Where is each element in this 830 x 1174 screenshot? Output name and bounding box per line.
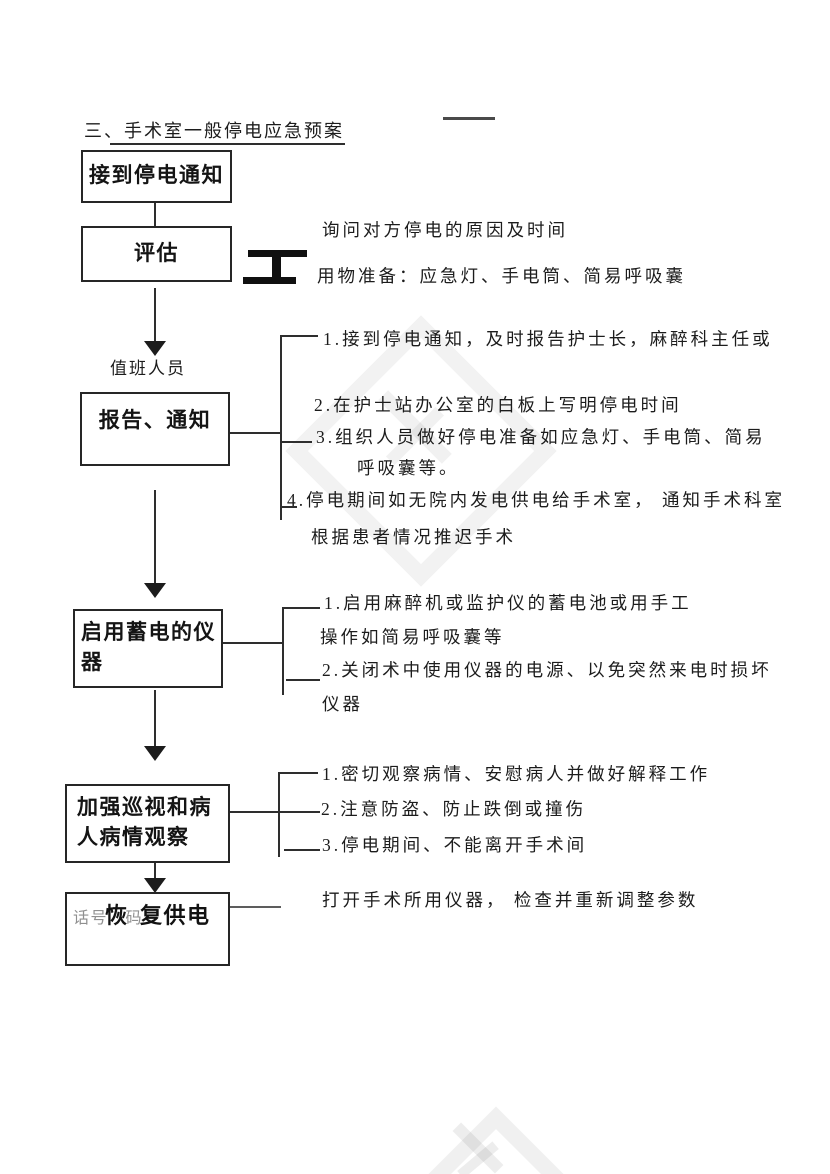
arrow-shaft [154, 288, 156, 341]
note-report-1: 1.接到停电通知，及时报告护士长，麻醉科主任或 [323, 329, 773, 349]
note-patrol-3: 3.停电期间、不能离开手术间 [322, 835, 588, 855]
note-battery-2b: 仪器 [322, 694, 363, 714]
flow-box-report: 报告、通知 [80, 392, 230, 466]
arrow-shaft [154, 690, 156, 746]
flow-box-assess: 评估 [81, 226, 232, 282]
note-report-4b: 根据患者情况推迟手术 [311, 527, 516, 547]
note-report-3: 3.组织人员做好停电准备如应急灯、手电筒、简易 [316, 427, 766, 447]
note-battery-2: 2.关闭术中使用仪器的电源、以免突然来电时损坏 [322, 660, 772, 680]
bracket-tick [284, 849, 320, 851]
bracket-line [282, 607, 284, 695]
restore-overlay-light-1: 话号 [73, 910, 109, 927]
connector-line [154, 203, 156, 226]
bracket-tick [282, 607, 320, 609]
flow-box-patrol: 加强巡视和病人病情观察 [65, 784, 230, 863]
arrow-head-down [144, 341, 166, 356]
connector-line [230, 906, 281, 908]
arrow-head-down [144, 878, 166, 893]
gong-bracket-shape [243, 277, 296, 284]
flow-box-notice: 接到停电通知 [81, 150, 232, 203]
arrow-head-down [144, 746, 166, 761]
gong-bracket-shape [272, 251, 281, 283]
restore-dark-2: 复供电 [140, 903, 211, 928]
note-patrol-2: 2.注意防盗、防止跌倒或撞伤 [321, 799, 587, 819]
top-dash-line [443, 117, 495, 120]
flow-box-battery: 启用蓄电的仪器 [73, 609, 223, 688]
connector-line [230, 432, 281, 434]
arrow-shaft [154, 490, 156, 583]
note-restore: 打开手术所用仪器， 检查并重新调整参数 [322, 890, 699, 910]
note-battery-1: 1.启用麻醉机或监护仪的蓄电池或用手工 [324, 593, 692, 613]
title-underline [110, 143, 345, 145]
duty-staff-label: 值班人员 [110, 359, 186, 378]
restore-overlay-light-2: 码 [125, 910, 144, 927]
note-report-3b: 呼吸囊等。 [357, 458, 460, 478]
note-battery-1b: 操作如简易呼吸囊等 [320, 627, 505, 647]
restore-dark-1: 恢 [105, 903, 129, 928]
bracket-tick [278, 772, 318, 774]
page-title: 三、手术室一般停电应急预案 [84, 121, 344, 141]
note-patrol-1: 1.密切观察病情、安慰病人并做好解释工作 [322, 764, 711, 784]
connector-line [230, 811, 320, 813]
note-report-2: 2.在护士站办公室的白板上写明停电时间 [314, 395, 682, 415]
connector-line [223, 642, 283, 644]
bracket-line [278, 773, 280, 857]
note-assess-1: 询问对方停电的原因及时间 [322, 220, 568, 240]
bracket-tick [281, 441, 312, 443]
bracket-tick [280, 335, 318, 337]
note-assess-2: 用物准备：应急灯、手电筒、简易呼吸囊 [317, 266, 686, 286]
bracket-line [280, 335, 282, 520]
bracket-tick [286, 679, 320, 681]
note-report-4: 4.停电期间如无院内发电供电给手术室， 通知手术科室 [287, 490, 785, 510]
arrow-shaft [154, 863, 156, 878]
bracket-tick [280, 506, 297, 508]
flow-box-restore: 话号恢码复供电 [65, 892, 230, 966]
arrow-head-down [144, 583, 166, 598]
